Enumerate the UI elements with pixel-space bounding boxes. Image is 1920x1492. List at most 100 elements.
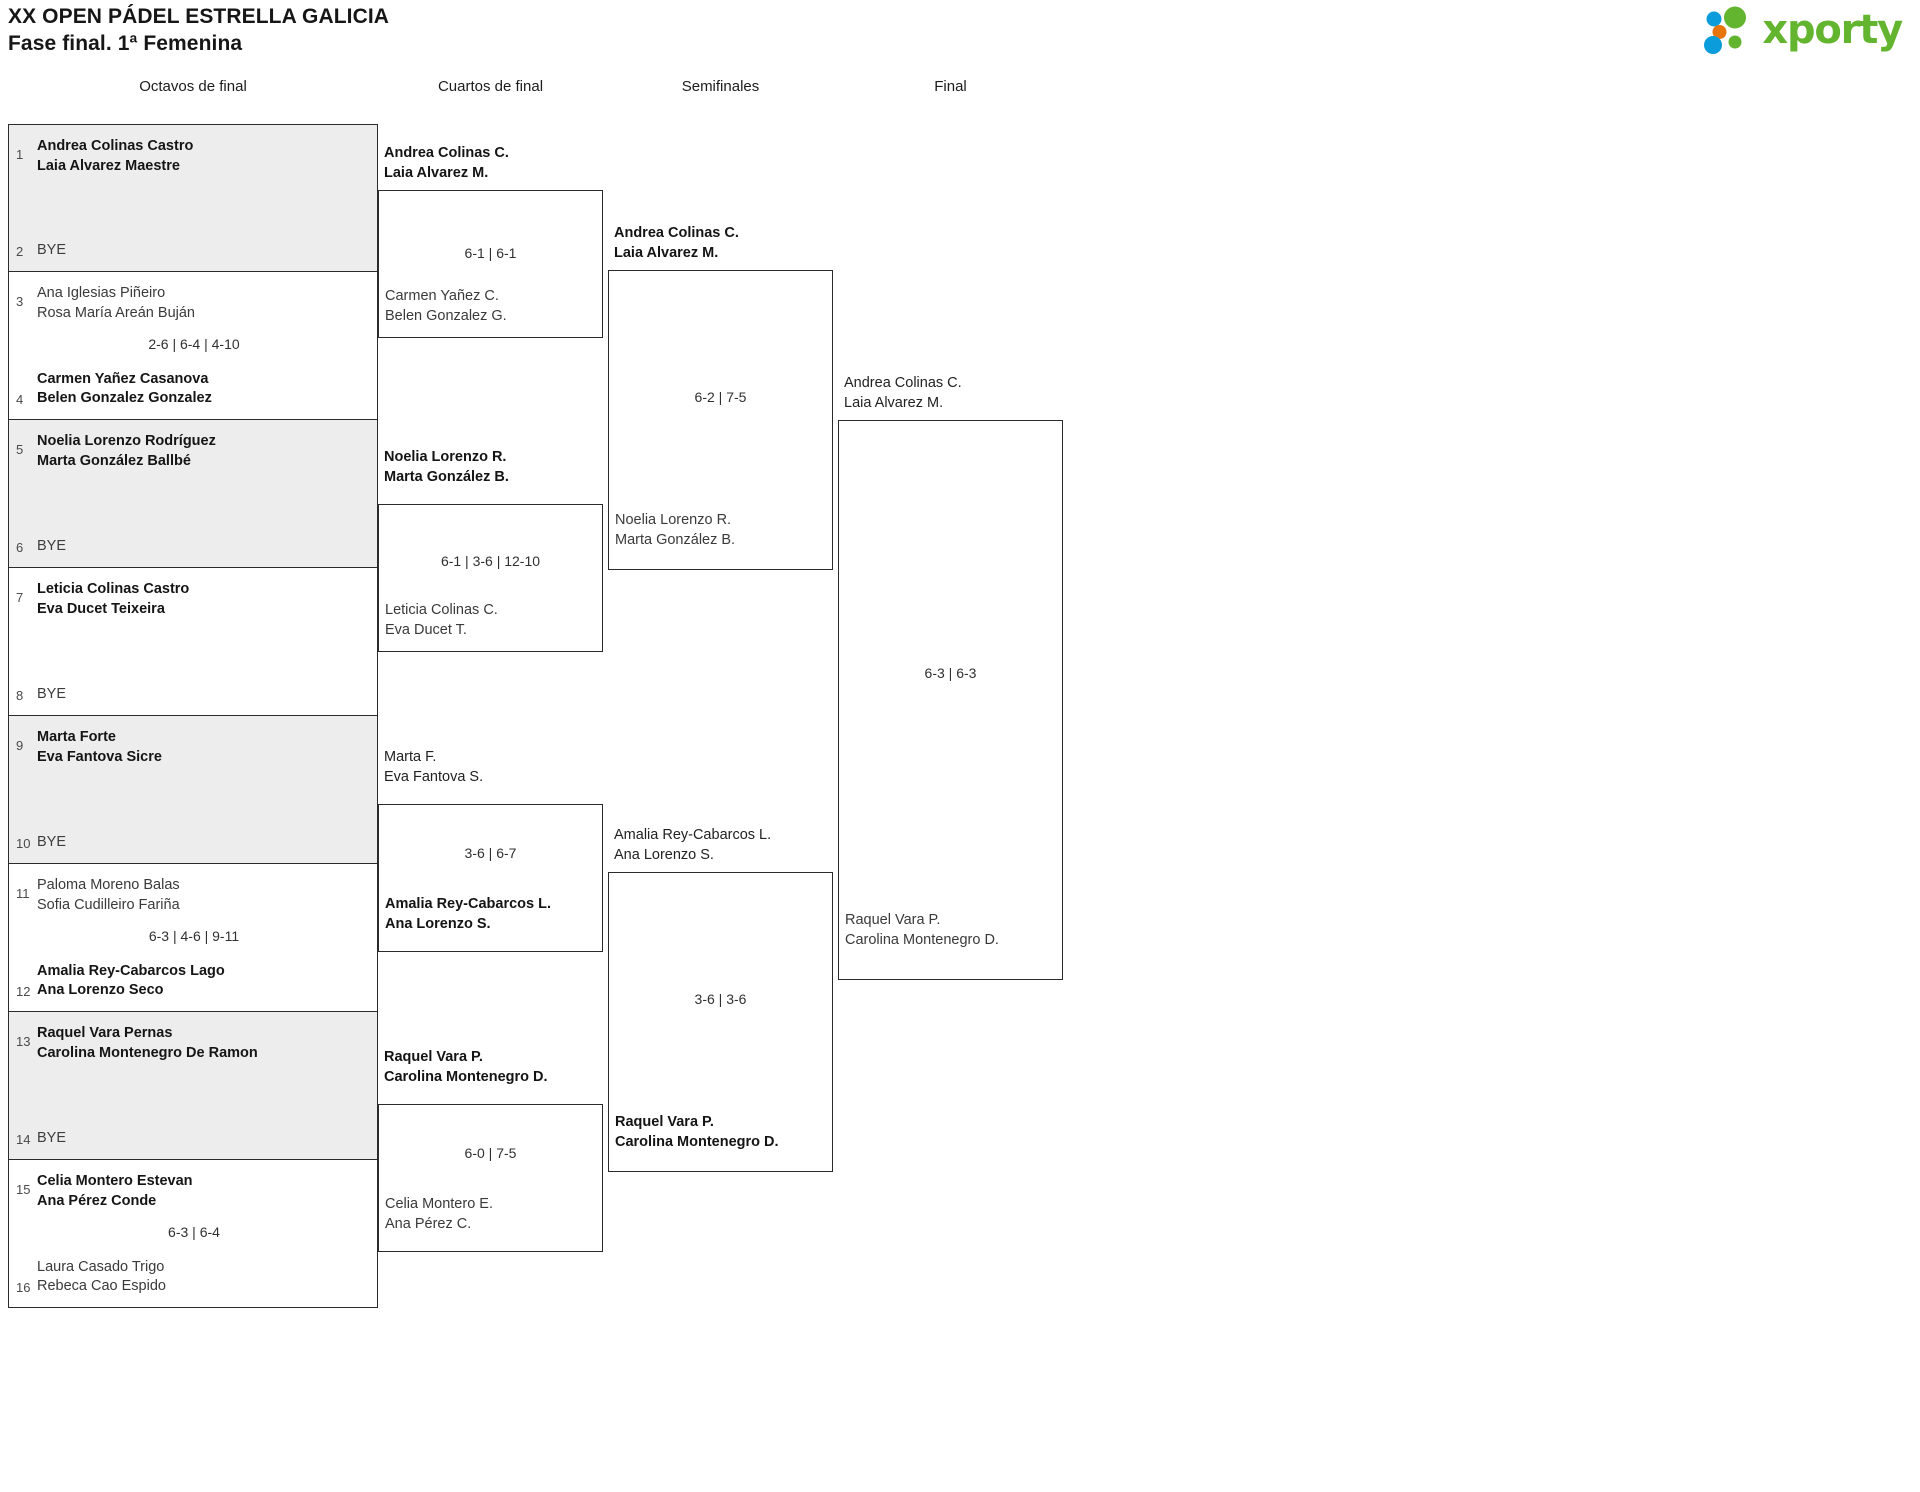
final-runnerup-names: Raquel Vara P. Carolina Montenegro D. bbox=[845, 911, 999, 950]
seed-number: 10 bbox=[16, 836, 31, 852]
seed-number: 11 bbox=[16, 886, 30, 901]
team-names: Andrea Colinas Castro Laia Alvarez Maest… bbox=[37, 137, 193, 176]
player-2: Marta González Ballbé bbox=[37, 452, 191, 469]
player-1: Paloma Moreno Balas bbox=[37, 877, 180, 893]
player-1: Amalia Rey-Cabarcos L. bbox=[614, 827, 772, 843]
player-1: Amalia Rey-Cabarcos Lago bbox=[37, 962, 225, 979]
player-2: Rebeca Cao Espido bbox=[37, 1278, 166, 1295]
player-1: Noelia Lorenzo R. bbox=[384, 449, 507, 465]
r16-match-1[interactable]: 1 Andrea Colinas Castro Laia Alvarez Mae… bbox=[8, 124, 378, 272]
player-1: Raquel Vara P. bbox=[615, 1114, 714, 1130]
r16-slot-bottom[interactable]: 14 BYE bbox=[9, 1129, 379, 1149]
r16-slot-top[interactable]: 7 Leticia Colinas Castro Eva Ducet Teixe… bbox=[9, 580, 379, 619]
qf-loser-names: Carmen Yañez C. Belen Gonzalez G. bbox=[385, 287, 507, 326]
round-header-octavos: Octavos de final bbox=[139, 78, 247, 95]
round-header-semifinales: Semifinales bbox=[681, 78, 760, 95]
r16-slot-bottom[interactable]: 16 Laura Casado Trigo Rebeca Cao Espido bbox=[9, 1258, 379, 1297]
team-names: Leticia Colinas Castro Eva Ducet Teixeir… bbox=[37, 580, 189, 619]
qf-connector: 6-1 | 3-6 | 12-10 Leticia Colinas C. Eva… bbox=[378, 504, 603, 652]
bye-label: BYE bbox=[37, 242, 67, 259]
r16-slot-top[interactable]: 11 Paloma Moreno Balas Sofia Cudilleiro … bbox=[9, 876, 379, 915]
team-names: Carmen Yañez Casanova Belen Gonzalez Gon… bbox=[37, 370, 212, 409]
r16-match-7[interactable]: 13 Raquel Vara Pernas Carolina Montenegr… bbox=[8, 1012, 378, 1160]
player-2: Marta González B. bbox=[384, 468, 509, 485]
seed-number: 5 bbox=[16, 442, 24, 457]
player-2: Ana Pérez Conde bbox=[37, 1192, 157, 1209]
player-2: Ana Lorenzo S. bbox=[614, 846, 714, 863]
xporty-dots-icon bbox=[1704, 6, 1747, 54]
r16-match-8[interactable]: 15 Celia Montero Estevan Ana Pérez Conde… bbox=[8, 1160, 378, 1308]
player-1: Amalia Rey-Cabarcos L. bbox=[385, 896, 552, 912]
r16-slot-top[interactable]: 5 Noelia Lorenzo Rodríguez Marta Gonzále… bbox=[9, 432, 379, 471]
sf-score: 6-2 | 7-5 bbox=[694, 389, 747, 405]
player-2: Carolina Montenegro D. bbox=[845, 931, 999, 948]
r16-slot-top[interactable]: 13 Raquel Vara Pernas Carolina Montenegr… bbox=[9, 1024, 379, 1063]
sf-loser-names: Raquel Vara P. Carolina Montenegro D. bbox=[615, 1113, 779, 1152]
bye-label: BYE bbox=[37, 1130, 67, 1147]
team-names: Raquel Vara Pernas Carolina Montenegro D… bbox=[37, 1024, 258, 1063]
player-2: Ana Pérez C. bbox=[385, 1215, 472, 1232]
bye-label: BYE bbox=[37, 686, 67, 703]
player-1: Marta F. bbox=[384, 749, 437, 765]
player-2: Belen Gonzalez G. bbox=[385, 307, 507, 324]
player-2: Laia Alvarez M. bbox=[614, 244, 719, 261]
qf-score: 6-1 | 6-1 bbox=[464, 245, 517, 261]
seed-number: 4 bbox=[16, 392, 24, 408]
r16-match-5[interactable]: 9 Marta Forte Eva Fantova Sicre 10 BYE bbox=[8, 716, 378, 864]
seed-number: 2 bbox=[16, 244, 24, 260]
r16-slot-top[interactable]: 15 Celia Montero Estevan Ana Pérez Conde bbox=[9, 1172, 379, 1211]
r16-match-4[interactable]: 7 Leticia Colinas Castro Eva Ducet Teixe… bbox=[8, 568, 378, 716]
sf-winner-names: Andrea Colinas C. Laia Alvarez M. bbox=[614, 224, 739, 263]
player-1: Noelia Lorenzo Rodríguez bbox=[37, 433, 216, 449]
qf-connector: 6-1 | 6-1 Carmen Yañez C. Belen Gonzalez… bbox=[378, 190, 603, 338]
r16-slot-bottom[interactable]: 6 BYE bbox=[9, 537, 379, 557]
player-1: Leticia Colinas Castro bbox=[37, 581, 190, 597]
r16-slot-bottom[interactable]: 10 BYE bbox=[9, 833, 379, 853]
r16-score: 6-3 | 6-4 bbox=[168, 1224, 220, 1240]
player-2: Ana Lorenzo Seco bbox=[37, 982, 164, 999]
r16-match-2[interactable]: 3 Ana Iglesias Piñeiro Rosa María Areán … bbox=[8, 272, 378, 420]
qf-winner-names: Noelia Lorenzo R. Marta González B. bbox=[384, 448, 509, 487]
player-1: Celia Montero E. bbox=[385, 1196, 493, 1212]
r16-slot-bottom[interactable]: 2 BYE bbox=[9, 241, 379, 261]
sf-connector: 3-6 | 3-6 Raquel Vara P. Carolina Monten… bbox=[608, 872, 833, 1172]
player-2: Carolina Montenegro De Ramon bbox=[37, 1044, 258, 1061]
player-2: Belen Gonzalez Gonzalez bbox=[37, 390, 212, 407]
player-1: Andrea Colinas Castro bbox=[37, 138, 194, 154]
qf-loser-names: Leticia Colinas C. Eva Ducet T. bbox=[385, 601, 498, 640]
r16-slot-bottom[interactable]: 4 Carmen Yañez Casanova Belen Gonzalez G… bbox=[9, 370, 379, 409]
phase-title: Fase final. 1ª Femenina bbox=[8, 31, 243, 55]
r16-slot-top[interactable]: 3 Ana Iglesias Piñeiro Rosa María Areán … bbox=[9, 284, 379, 323]
player-2: Laia Alvarez M. bbox=[844, 394, 944, 411]
player-1: Carmen Yañez C. bbox=[385, 288, 499, 304]
player-1: Laura Casado Trigo bbox=[37, 1258, 165, 1275]
player-2: Carolina Montenegro D. bbox=[615, 1133, 779, 1150]
team-names: Paloma Moreno Balas Sofia Cudilleiro Far… bbox=[37, 876, 180, 915]
r16-slot-bottom[interactable]: 8 BYE bbox=[9, 685, 379, 705]
player-2: Rosa María Areán Buján bbox=[37, 304, 195, 321]
player-2: Eva Ducet T. bbox=[385, 621, 467, 638]
final-score: 6-3 | 6-3 bbox=[924, 665, 977, 681]
r16-score: 2-6 | 6-4 | 4-10 bbox=[148, 336, 240, 352]
round-header-final: Final bbox=[934, 78, 967, 95]
seed-number: 3 bbox=[16, 294, 24, 309]
xporty-logo[interactable]: xporty bbox=[1702, 6, 1903, 54]
player-1: Ana Iglesias Piñeiro bbox=[37, 285, 166, 301]
r16-match-6[interactable]: 11 Paloma Moreno Balas Sofia Cudilleiro … bbox=[8, 864, 378, 1012]
final-champion-names: Andrea Colinas C. Laia Alvarez M. bbox=[844, 374, 962, 413]
r16-slot-top[interactable]: 1 Andrea Colinas Castro Laia Alvarez Mae… bbox=[9, 137, 379, 176]
player-2: Laia Alvarez Maestre bbox=[37, 157, 180, 174]
r16-slot-top[interactable]: 9 Marta Forte Eva Fantova Sicre bbox=[9, 728, 379, 767]
tournament-title: XX OPEN PÁDEL ESTRELLA GALICIA bbox=[8, 5, 390, 28]
qf-score: 6-1 | 3-6 | 12-10 bbox=[440, 553, 541, 569]
qf-winner-names: Marta F. Eva Fantova S. bbox=[384, 748, 483, 787]
bye-label: BYE bbox=[37, 834, 67, 851]
r16-slot-bottom[interactable]: 12 Amalia Rey-Cabarcos Lago Ana Lorenzo … bbox=[9, 962, 379, 1001]
r16-match-3[interactable]: 5 Noelia Lorenzo Rodríguez Marta Gonzále… bbox=[8, 420, 378, 568]
seed-number: 16 bbox=[16, 1280, 31, 1296]
sf-winner-names: Amalia Rey-Cabarcos L. Ana Lorenzo S. bbox=[614, 826, 771, 865]
player-2: Carolina Montenegro D. bbox=[384, 1068, 548, 1085]
seed-number: 6 bbox=[16, 540, 24, 556]
player-1: Andrea Colinas C. bbox=[384, 145, 509, 161]
team-names: Ana Iglesias Piñeiro Rosa María Areán Bu… bbox=[37, 284, 195, 323]
